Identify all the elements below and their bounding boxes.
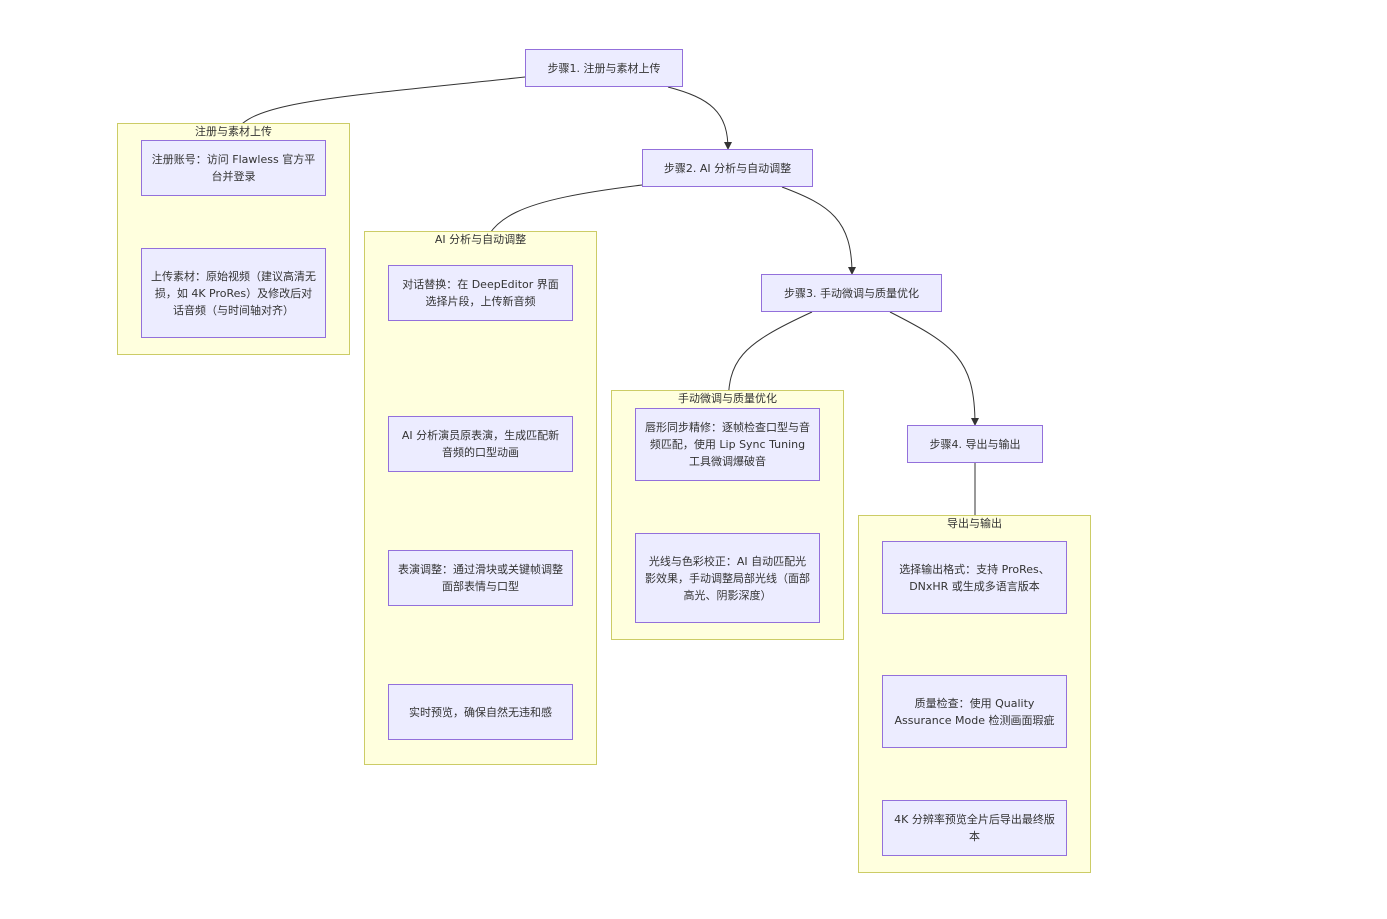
node-label: 步骤4. 导出与输出 — [929, 437, 1021, 451]
node-label: 实时预览，确保自然无违和感 — [409, 705, 552, 719]
node-label: 步骤2. AI 分析与自动调整 — [663, 161, 792, 175]
step-2-node[interactable]: 步骤2. AI 分析与自动调整 — [642, 149, 813, 187]
cluster-title: 注册与素材上传 — [195, 125, 272, 138]
node-label: 步骤3. 手动微调与质量优化 — [784, 286, 919, 300]
cluster-title: AI 分析与自动调整 — [434, 233, 527, 246]
cluster-title: 导出与输出 — [947, 517, 1002, 530]
lip-sync-refine-node[interactable]: 唇形同步精修：逐帧检查口型与音频匹配，使用 Lip Sync Tuning 工具… — [635, 408, 820, 481]
node-label: 4K 分辨率预览全片后导出最终版本 — [894, 813, 1055, 843]
light-color-correction-node[interactable]: 光线与色彩校正：AI 自动匹配光影效果，手动调整局部光线（面部高光、阴影深度） — [635, 533, 820, 623]
ai-analysis-node[interactable]: AI 分析演员原表演，生成匹配新音频的口型动画 — [388, 416, 573, 472]
step-4-node[interactable]: 步骤4. 导出与输出 — [907, 425, 1043, 463]
node-label: 表演调整：通过滑块或关键帧调整面部表情与口型 — [398, 563, 563, 593]
edge-s2-to-s3 — [781, 186, 856, 275]
upload-material-node[interactable]: 上传素材：原始视频（建议高清无损，如 4K ProRes）及修改后对话音频（与时… — [141, 248, 326, 338]
performance-adjust-node[interactable]: 表演调整：通过滑块或关键帧调整面部表情与口型 — [388, 550, 573, 606]
node-label: 步骤1. 注册与素材上传 — [547, 61, 661, 75]
step-3-node[interactable]: 步骤3. 手动微调与质量优化 — [761, 274, 942, 312]
dialogue-replacement-node[interactable]: 对话替换：在 DeepEditor 界面选择片段，上传新音频 — [388, 265, 573, 321]
node-label: AI 分析演员原表演，生成匹配新音频的口型动画 — [401, 429, 560, 459]
node-label: 注册账号：访问 Flawless 官方平台并登录 — [151, 153, 316, 183]
realtime-preview-node[interactable]: 实时预览，确保自然无违和感 — [388, 684, 573, 740]
output-format-node[interactable]: 选择输出格式：支持 ProRes、DNxHR 或生成多语言版本 — [882, 541, 1067, 614]
register-account-node[interactable]: 注册账号：访问 Flawless 官方平台并登录 — [141, 140, 326, 196]
node-label: 光线与色彩校正：AI 自动匹配光影效果，手动调整局部光线（面部高光、阴影深度） — [645, 554, 810, 602]
node-label: 对话替换：在 DeepEditor 界面选择片段，上传新音频 — [402, 278, 559, 308]
edge-s1-to-s2 — [667, 86, 732, 150]
node-label: 选择输出格式：支持 ProRes、DNxHR 或生成多语言版本 — [899, 562, 1050, 593]
final-export-node[interactable]: 4K 分辨率预览全片后导出最终版本 — [882, 800, 1067, 856]
cluster-title: 手动微调与质量优化 — [678, 392, 777, 405]
step-1-node[interactable]: 步骤1. 注册与素材上传 — [525, 49, 683, 87]
node-label: 质量检查：使用 Quality Assurance Mode 检测画面瑕疵 — [894, 696, 1055, 727]
node-label: 唇形同步精修：逐帧检查口型与音频匹配，使用 Lip Sync Tuning 工具… — [645, 421, 810, 468]
edge-s3-to-s4 — [889, 311, 979, 426]
quality-check-node[interactable]: 质量检查：使用 Quality Assurance Mode 检测画面瑕疵 — [882, 675, 1067, 748]
node-label: 上传素材：原始视频（建议高清无损，如 4K ProRes）及修改后对话音频（与时… — [151, 269, 316, 317]
